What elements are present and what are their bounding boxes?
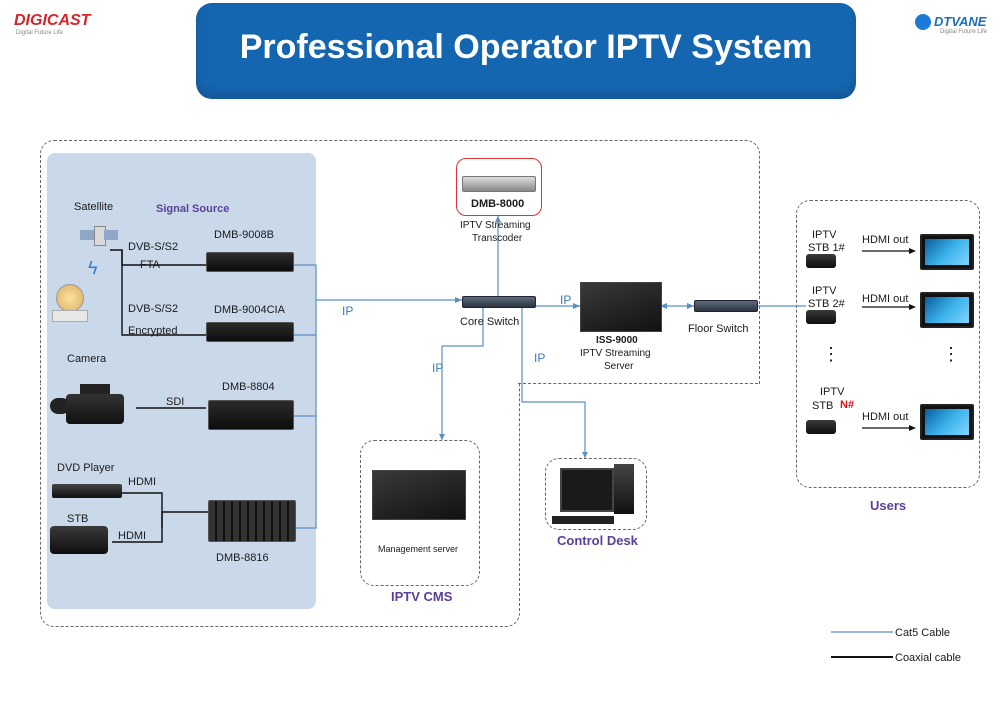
core-switch-label: Core Switch bbox=[460, 316, 520, 328]
camera-label: Camera bbox=[67, 353, 107, 365]
stb-dots: ⋮ bbox=[822, 344, 840, 364]
page-title: Professional Operator IPTV System bbox=[239, 28, 813, 66]
dtvane-tagline: Digital Future Life bbox=[940, 29, 988, 35]
system-boundary bbox=[40, 140, 760, 385]
ip-label-cms: IP bbox=[432, 361, 444, 375]
iptv-cms-label: IPTV CMS bbox=[391, 589, 453, 604]
dvd-player-label: DVD Player bbox=[57, 462, 115, 474]
digicast-tagline: Digital Future Life bbox=[16, 30, 64, 36]
stb2-icon bbox=[806, 310, 836, 324]
sdi-label: SDI bbox=[166, 396, 185, 408]
device-label-dmb8804: DMB-8804 bbox=[222, 381, 275, 393]
core-switch bbox=[462, 296, 536, 308]
stb-label: STB bbox=[67, 513, 89, 525]
iss-name: ISS-9000 bbox=[596, 335, 638, 346]
tv-2 bbox=[920, 292, 974, 328]
encoder-dmb8804 bbox=[208, 400, 294, 430]
legend-cat5: Cat5 Cable bbox=[895, 627, 951, 639]
dtvane-logo-mark bbox=[915, 14, 931, 30]
dvb-label-2: DVB-S/S2 bbox=[128, 303, 179, 315]
stbn-label-a: IPTV bbox=[820, 386, 845, 398]
transcoder-name: DMB-8000 bbox=[471, 198, 525, 210]
management-server-label: Management server bbox=[378, 544, 459, 554]
iss9000-server bbox=[580, 282, 662, 332]
ip-label-iss: IP bbox=[560, 293, 572, 307]
device-label-dmb8816: DMB-8816 bbox=[216, 552, 269, 564]
system-boundary-step bbox=[518, 383, 758, 385]
hdmi-out-n: HDMI out bbox=[862, 411, 909, 423]
keyboard-icon bbox=[552, 516, 614, 524]
iss-desc-1: IPTV Streaming bbox=[580, 348, 651, 359]
dvd-player-icon bbox=[52, 484, 122, 498]
ip-label-control: IP bbox=[534, 351, 546, 365]
dish-icon bbox=[52, 284, 92, 324]
stb1-icon bbox=[806, 254, 836, 268]
legend-coax: Coaxial cable bbox=[895, 652, 962, 664]
dvb-label-1: DVB-S/S2 bbox=[128, 241, 179, 253]
stb2-label-a: IPTV bbox=[812, 285, 837, 297]
transcoder-desc-1: IPTV Streaming bbox=[460, 220, 531, 231]
system-boundary-lower bbox=[40, 384, 520, 627]
satellite-label: Satellite bbox=[74, 201, 114, 213]
stbn-label-c: N# bbox=[840, 399, 855, 411]
cms-box bbox=[360, 440, 480, 586]
hdmi-out-2: HDMI out bbox=[862, 293, 909, 305]
stbn-label-b: STB bbox=[812, 400, 834, 412]
stb1-label-a: IPTV bbox=[812, 229, 837, 241]
title-banner bbox=[196, 3, 856, 99]
digicast-logo: DIGICAST bbox=[14, 12, 91, 29]
users-label: Users bbox=[870, 498, 907, 513]
management-server bbox=[372, 470, 466, 520]
floor-switch-label: Floor Switch bbox=[688, 323, 749, 335]
hdmi-label-1: HDMI bbox=[128, 476, 157, 488]
stbn-icon bbox=[806, 420, 836, 434]
transcoder-desc-2: Transcoder bbox=[472, 233, 523, 244]
satellite-icon bbox=[80, 222, 118, 250]
computer-tower-icon bbox=[614, 464, 634, 514]
hdmi-label-2: HDMI bbox=[118, 530, 147, 542]
encoder-dmb9004cia bbox=[206, 322, 294, 342]
stb1-label-b: STB 1# bbox=[808, 242, 845, 254]
control-desk-box bbox=[545, 458, 647, 530]
device-label-dmb9008b: DMB-9008B bbox=[214, 229, 274, 241]
transcoder-dmb8000 bbox=[462, 176, 536, 192]
hdmi-out-1: HDMI out bbox=[862, 234, 909, 246]
tv-1 bbox=[920, 234, 974, 270]
stb-source-icon bbox=[50, 526, 108, 554]
transcoder-box bbox=[456, 158, 542, 216]
encrypted-label: Encrypted bbox=[128, 325, 178, 337]
dtvane-logo: DTVANE bbox=[934, 14, 987, 29]
iss-desc-2: Server bbox=[604, 361, 634, 372]
ip-label-sources: IP bbox=[342, 304, 354, 318]
tv-dots: ⋮ bbox=[942, 344, 960, 364]
fta-label: FTA bbox=[140, 259, 160, 271]
computer-monitor-icon bbox=[560, 468, 614, 512]
lightning-icon: ϟ bbox=[88, 258, 98, 278]
stb2-label-b: STB 2# bbox=[808, 298, 845, 310]
signal-source-heading: Signal Source bbox=[156, 203, 230, 215]
tv-n bbox=[920, 404, 974, 440]
encoder-dmb8816 bbox=[208, 500, 296, 542]
floor-switch bbox=[694, 300, 758, 312]
device-label-dmb9004cia: DMB-9004CIA bbox=[214, 304, 285, 316]
control-desk-label: Control Desk bbox=[557, 533, 638, 548]
encoder-dmb9008b bbox=[206, 252, 294, 272]
camera-icon bbox=[50, 384, 130, 436]
users-box bbox=[796, 200, 980, 488]
